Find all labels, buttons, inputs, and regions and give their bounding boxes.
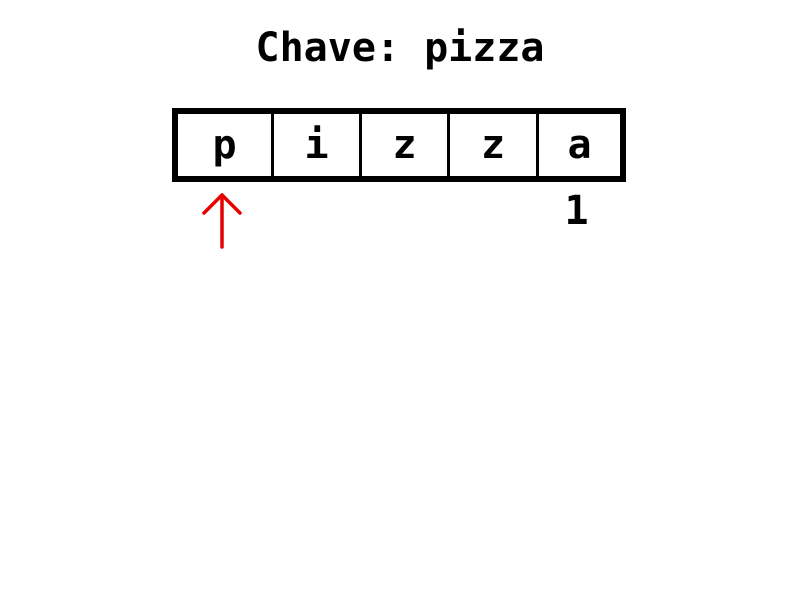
key-cell: p [178,114,274,176]
cell-counter: 1 [564,188,589,234]
key-title: Chave: pizza [255,25,545,71]
arrow-up-icon [202,193,242,249]
key-cell: z [450,114,539,176]
key-cell: a [567,122,592,168]
key-cells-row: p i z z a [172,108,626,182]
key-cell: i [274,114,362,176]
key-cell: z [362,114,450,176]
